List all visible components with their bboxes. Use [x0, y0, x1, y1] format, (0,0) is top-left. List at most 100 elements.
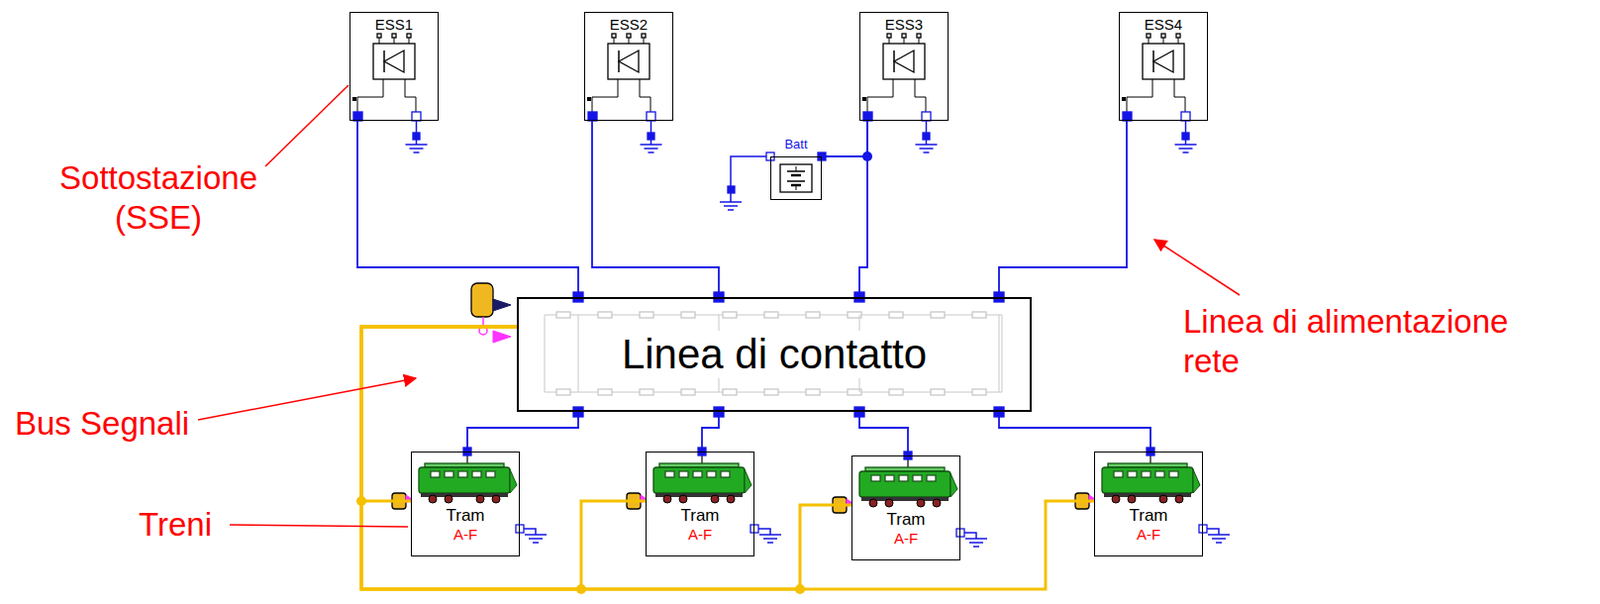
tram-window — [693, 471, 702, 478]
pin-terminal — [406, 33, 411, 38]
wire-segment — [889, 389, 903, 396]
return-terminal — [956, 528, 965, 537]
tram-wheel — [726, 495, 735, 503]
ground-symbol — [727, 208, 734, 211]
wire-segment — [889, 311, 903, 318]
leader-line — [265, 85, 349, 167]
tram-wheel — [885, 499, 894, 507]
internal-wire — [592, 79, 618, 112]
node-label: ESS1 — [375, 15, 413, 33]
ground-symbol — [915, 143, 938, 146]
internal-wire — [914, 79, 926, 112]
node-text-group: TramA-F — [1128, 505, 1168, 543]
tram-window — [885, 475, 895, 482]
tram-wheel — [932, 499, 941, 507]
rectifier-symbol — [1121, 33, 1198, 153]
node-label: Tram — [886, 509, 925, 530]
tram-window — [706, 471, 716, 478]
tram-icon — [859, 451, 988, 547]
node-text-group: Linea di contatto — [615, 330, 933, 379]
tram-box: TramA-F — [410, 451, 520, 557]
ground-symbol — [413, 151, 420, 154]
wire-segment — [598, 311, 612, 318]
callout-label: Treni — [138, 504, 258, 545]
pin-terminal — [916, 33, 921, 38]
polarity-mark — [587, 97, 592, 101]
tram-wheel — [492, 495, 500, 503]
pin-terminal — [901, 33, 906, 38]
pin-lead — [408, 37, 410, 44]
ground-symbol — [1215, 541, 1222, 544]
ground-symbol — [1207, 533, 1230, 536]
ground-symbol — [524, 533, 547, 536]
internal-wire — [639, 79, 651, 112]
ground-symbol — [648, 151, 655, 154]
ground-symbol — [723, 204, 738, 207]
ground-wire — [964, 532, 977, 539]
power-wire — [467, 411, 579, 452]
positive-terminal — [863, 111, 873, 121]
tram-window — [679, 471, 689, 478]
tram-wheel — [444, 495, 453, 503]
tram-icon — [1101, 447, 1230, 543]
rectifier-box — [1142, 43, 1185, 80]
power-wire — [999, 411, 1151, 452]
tram-window — [486, 471, 496, 478]
pin-lead — [903, 37, 905, 44]
tram-box: TramA-F — [645, 451, 755, 557]
rectifier-symbol — [587, 33, 663, 153]
junction-dot — [576, 584, 587, 595]
tram-icon — [653, 447, 782, 543]
ground-terminal — [647, 132, 655, 140]
power-wire — [859, 120, 868, 298]
pin-terminal — [626, 33, 631, 38]
ground-symbol — [1183, 151, 1190, 154]
diode-triangle — [1153, 50, 1174, 73]
feeder-tap — [859, 314, 861, 393]
feeder-tap — [1001, 314, 1003, 393]
junction-dot — [795, 584, 805, 595]
tram-window — [899, 475, 908, 482]
wire-segment — [722, 389, 737, 396]
contact-line-model — [544, 292, 1004, 417]
pin-lead — [1163, 37, 1165, 44]
ground-symbol — [405, 143, 428, 146]
ground-terminal — [727, 186, 735, 194]
tram-box: TramA-F — [851, 455, 961, 561]
wire-segment — [972, 311, 987, 318]
tram-icon — [418, 447, 547, 543]
positive-terminal — [588, 111, 598, 121]
substation-box: ESS1 — [349, 11, 439, 121]
node-label: A-F — [886, 529, 925, 547]
diode-bar — [1152, 50, 1155, 73]
pin-terminal — [1176, 33, 1181, 38]
node-label: Tram — [445, 505, 485, 526]
rectifier-symbol — [862, 33, 938, 153]
battery-ground-wire — [730, 156, 767, 202]
ground-symbol — [763, 537, 778, 540]
pin-lead — [394, 37, 396, 44]
battery-terminal — [766, 152, 775, 161]
leader-line — [1154, 239, 1240, 296]
ground-symbol — [1211, 537, 1226, 540]
node-text-group: TramA-F — [886, 509, 925, 547]
tram-window — [444, 471, 454, 478]
node-text-group: ESS3 — [885, 15, 923, 33]
diode-triangle — [894, 50, 914, 73]
wire-segment — [764, 311, 779, 318]
power-wire — [701, 411, 719, 452]
tram-body — [1101, 467, 1194, 494]
tram-window — [1127, 471, 1137, 478]
pin-lead — [1148, 37, 1150, 44]
wire-segment — [681, 311, 696, 318]
node-label: A-F — [680, 525, 719, 543]
ground-symbol — [965, 537, 988, 540]
polarity-mark — [1121, 97, 1126, 101]
node-text-group: ESS2 — [609, 15, 648, 33]
return-terminal — [1199, 524, 1207, 533]
wire-segment — [681, 389, 696, 396]
callout-label: Sottostazione (SSE) — [29, 158, 288, 237]
tram-window — [665, 471, 675, 478]
tram-nose — [1193, 469, 1200, 494]
